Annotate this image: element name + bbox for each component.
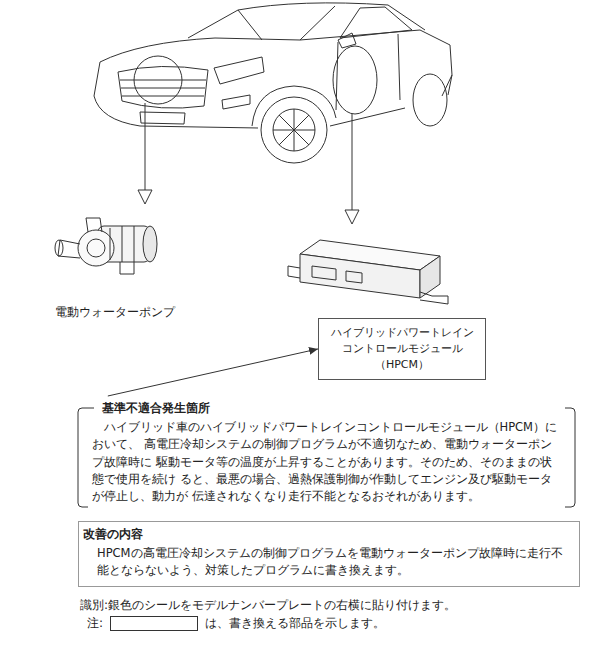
defect-bracket: 基準不適合発生箇所ハイブリッド車のハイブリッドパワートレインコントロールモジュー… <box>78 396 575 511</box>
rear-wheel <box>413 74 447 126</box>
pointer-arrow-head <box>138 190 152 204</box>
note-text: 識別:銀色のシールをモデルナンバープレートの右横に貼り付けます。 <box>80 597 456 614</box>
car-door-line <box>336 34 400 110</box>
pump-outlet-pipe <box>86 218 102 232</box>
pump-inlet-mouth <box>55 240 63 256</box>
module-name-box: ハイブリッドパワートレイン コントロールモジュール （HPCM） <box>318 318 486 380</box>
module-bracket <box>288 266 448 304</box>
hpcm-module-drawing <box>288 240 448 304</box>
front-wheel-spokes <box>273 109 315 151</box>
module-side-face <box>420 256 440 298</box>
section-heading: 基準不適合発生箇所 <box>98 400 214 417</box>
section-body: ハイブリッド車のハイブリッドパワートレインコントロールモジュール（HPCM）にお… <box>78 417 575 505</box>
pump-housing <box>78 230 114 266</box>
grille-callout-circle <box>134 56 182 104</box>
water-pump-drawing <box>55 218 157 274</box>
car-drawing <box>94 3 452 224</box>
leader-arrow <box>108 349 318 396</box>
pointer-arrow-head <box>345 210 359 224</box>
front-wheel-rim <box>273 109 315 151</box>
car-plate <box>140 112 185 124</box>
remedy-box: 改善の内容HPCMの高電圧冷却システムの制御プログラムを電動ウォーターポンプ故障… <box>78 521 580 587</box>
front-wheel-arch <box>252 86 336 126</box>
sample-frame <box>110 616 198 631</box>
car-windshield <box>238 6 335 40</box>
pump-connector <box>120 262 134 274</box>
car-headlight <box>214 57 264 84</box>
car-fog-lamp <box>222 95 250 109</box>
front-wheel <box>261 97 327 163</box>
module-front-face <box>300 254 420 298</box>
section-body: HPCMの高電圧冷却システムの制御プログラムを電動ウォーターポンプ故障時に走行不… <box>79 545 579 580</box>
module-name: ハイブリッドパワートレイン コントロールモジュール （HPCM） <box>327 325 477 373</box>
side-callout-circle <box>333 46 377 114</box>
pointer-arrow-shaft <box>145 103 352 212</box>
car-grille <box>118 66 208 108</box>
part-name: 電動ウォーターポンプ <box>55 304 175 321</box>
note-text: 注: <box>87 615 103 632</box>
section-heading: 改善の内容 <box>79 526 579 545</box>
car-roof-line <box>188 3 425 38</box>
pump-motor-end <box>143 226 157 262</box>
note-text: は、書き換える部品を示します。 <box>205 615 385 632</box>
pump-housing-inner <box>87 239 105 257</box>
bracket-line <box>78 408 575 507</box>
module-connector <box>312 266 362 283</box>
car-lower-line <box>94 62 452 128</box>
pump-ribs <box>110 226 134 262</box>
